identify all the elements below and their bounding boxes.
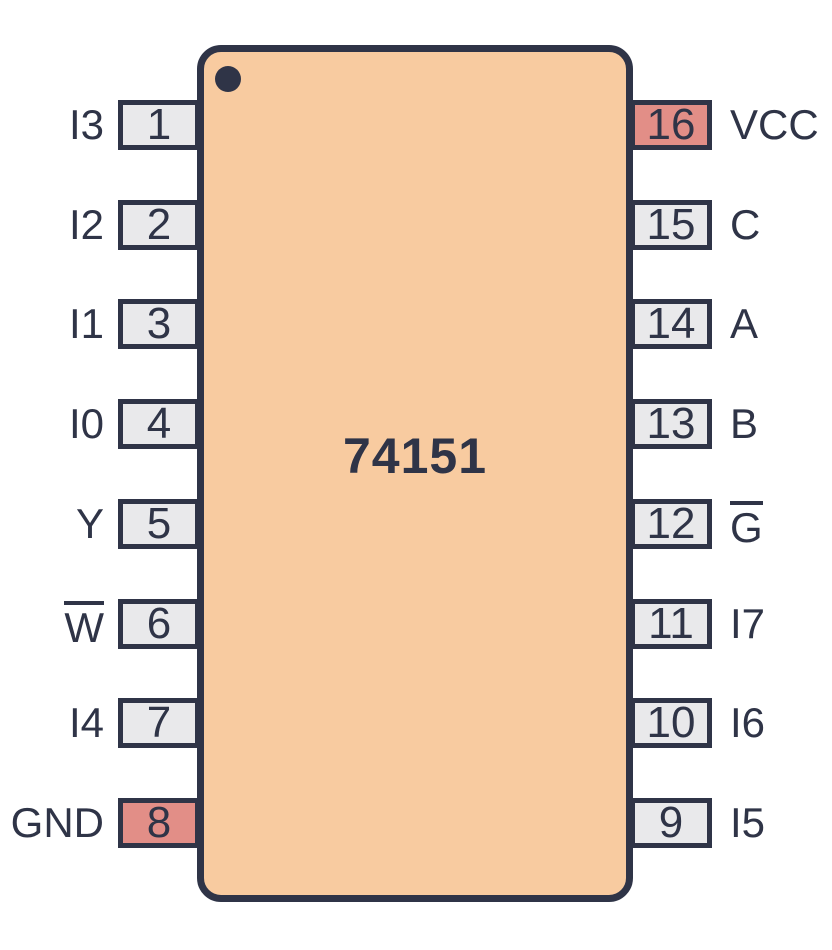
pin-label-a: A <box>730 300 759 347</box>
pin-6-box: 6 <box>118 599 200 649</box>
pin-number: 11 <box>648 599 694 648</box>
pin-label-b: B <box>730 400 759 447</box>
pin-5-box: 5 <box>118 499 200 549</box>
pin-number: 9 <box>658 798 684 847</box>
pin-number: 2 <box>146 200 172 249</box>
pin-number: 1 <box>146 100 172 149</box>
pin-number: 12 <box>646 499 696 548</box>
pin-number: 3 <box>146 299 172 348</box>
pin-13-box: 13 <box>630 399 712 449</box>
pin-1-box: 1 <box>118 100 200 150</box>
pin-9-box: 9 <box>630 798 712 848</box>
pin-number: 15 <box>646 200 696 249</box>
pin-11-box: 11 <box>630 599 712 649</box>
pin-3-box: 3 <box>118 299 200 349</box>
pin-label-i1: I1 <box>68 300 104 347</box>
pin1-indicator-dot <box>215 66 241 92</box>
pin-number: 5 <box>146 499 172 548</box>
pin-16-box: 16 <box>630 100 712 150</box>
pin-number: 4 <box>146 399 172 448</box>
pin-number: 13 <box>646 399 696 448</box>
pin-label-gnd: GND <box>10 799 104 846</box>
pin-number: 10 <box>646 698 696 747</box>
chip-body: 74151 <box>197 45 633 902</box>
overline-label: W <box>64 600 104 648</box>
pin-10-box: 10 <box>630 698 712 748</box>
pin-14-box: 14 <box>630 299 712 349</box>
chip-title: 74151 <box>342 428 488 484</box>
pin-label-w: W <box>0 599 104 649</box>
pin-number: 8 <box>146 798 172 847</box>
pin-label-y: Y <box>75 500 104 547</box>
overline-label: G <box>730 500 763 548</box>
pin-number: 14 <box>646 299 696 348</box>
pin-label-i0: I0 <box>68 400 104 447</box>
pin-label-i6: I6 <box>730 699 766 746</box>
pin-12-box: 12 <box>630 499 712 549</box>
pin-label-i4: I4 <box>68 699 104 746</box>
pin-7-box: 7 <box>118 698 200 748</box>
pin-number: 7 <box>146 698 172 747</box>
pin-label-vcc: VCC <box>730 101 819 148</box>
pin-label-i5: I5 <box>730 799 766 846</box>
pin-label-i7: I7 <box>730 600 766 647</box>
pin-number: 16 <box>646 100 696 149</box>
pin-4-box: 4 <box>118 399 200 449</box>
pin-15-box: 15 <box>630 200 712 250</box>
pin-2-box: 2 <box>118 200 200 250</box>
pin-label-i2: I2 <box>68 201 104 248</box>
pin-number: 6 <box>146 599 172 648</box>
pin-label-c: C <box>730 201 761 248</box>
pin-label-i3: I3 <box>68 101 104 148</box>
pin-8-box: 8 <box>118 798 200 848</box>
pin-label-g: G <box>730 499 763 549</box>
